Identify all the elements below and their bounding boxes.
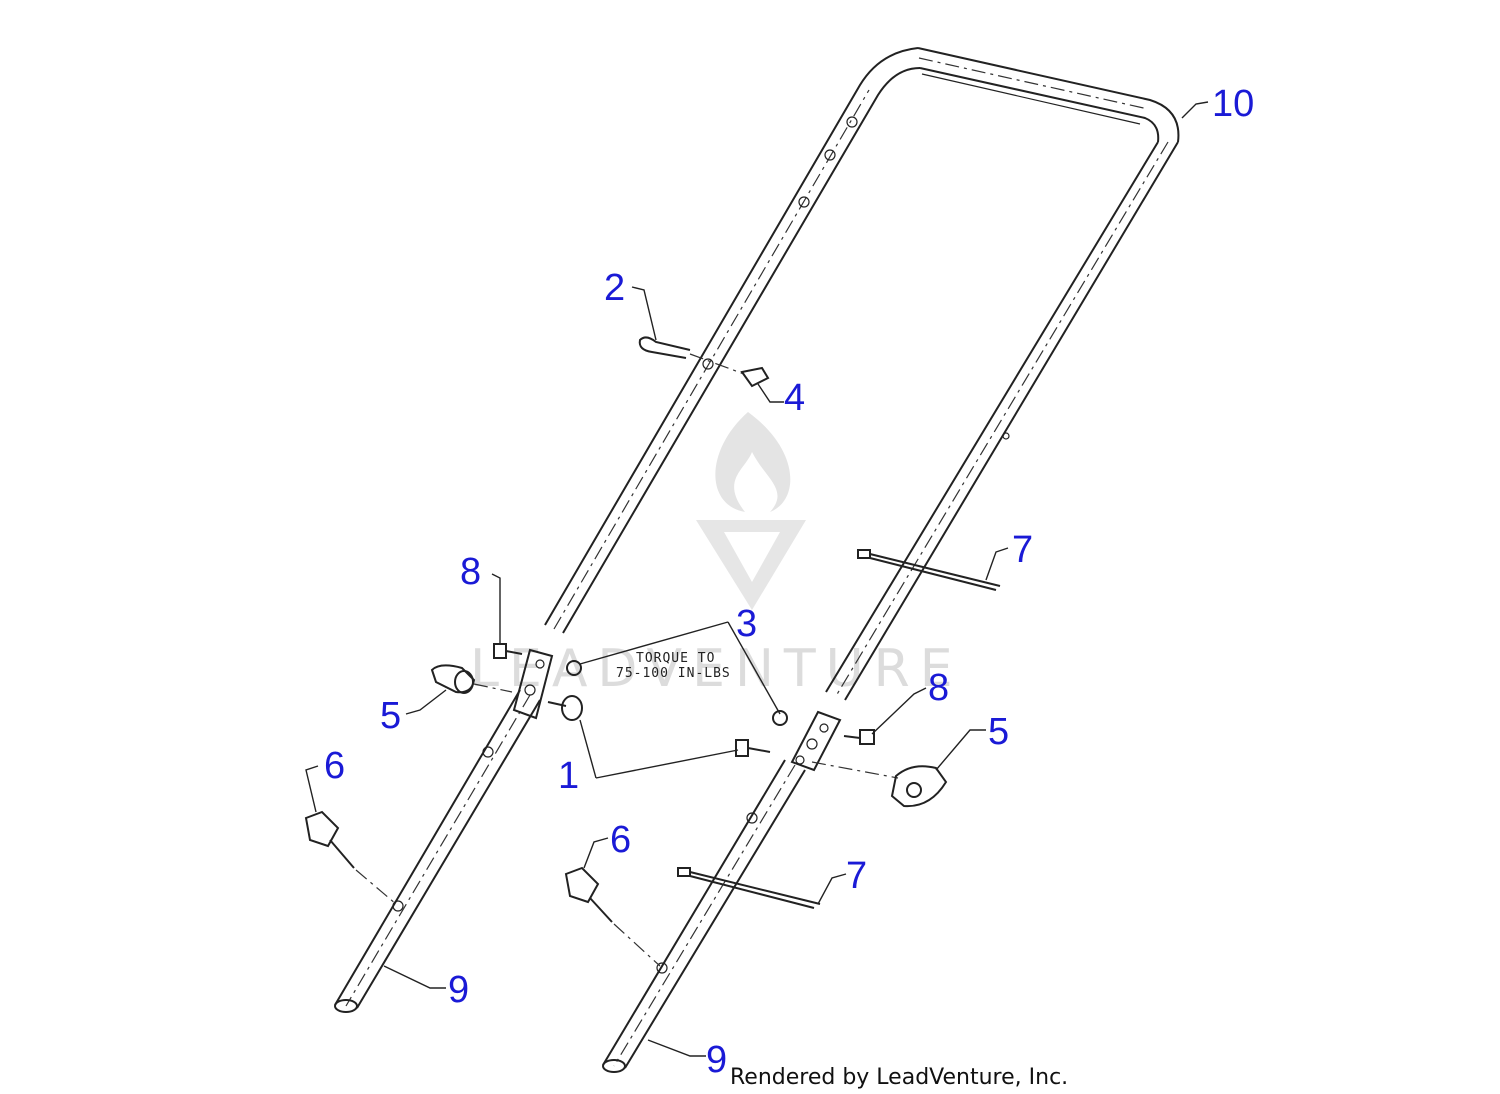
watermark: LEADVENTURE [470,412,963,699]
bolt-part-6-left [304,810,397,905]
torque-note-line-1: TORQUE TO [636,651,715,666]
callout-7-upper: 7 [1012,529,1033,571]
cable-tie-part-7-upper [857,549,1001,591]
cable-clip-part-4 [740,366,770,388]
nut-part-3-left [566,660,582,676]
callout-5-right: 5 [988,711,1009,753]
torque-note-line-2: 75-100 IN-LBS [616,666,731,681]
pin-part-1-right [735,739,771,757]
callout-9-right: 9 [706,1039,727,1081]
cable-tie-part-7-lower [677,867,821,909]
pin-part-1-left [547,695,583,721]
watermark-flame-icon [715,412,791,512]
handle-assembly [334,47,1180,1073]
hardware [304,336,1001,967]
callout-2: 2 [604,267,625,309]
left-bracket-plate [512,648,554,720]
lower-handle-left-tube [334,689,521,1006]
callouts: 1 2 3 4 5 5 6 6 7 7 8 8 9 9 10 [324,83,1254,1081]
right-bracket-plate [790,710,842,772]
watermark-v-icon [696,520,806,610]
knob-part-5-left [430,664,513,694]
knob-part-5-right [811,761,948,808]
callout-8-left: 8 [460,551,481,593]
render-credit: Rendered by LeadVenture, Inc. [730,1065,1068,1090]
bolt-part-6-right [564,866,661,967]
leader-lines [305,101,1209,1057]
lower-handle-right-tube [602,759,786,1066]
callout-10: 10 [1212,83,1254,125]
upper-handle-right-tube [844,141,1179,701]
torque-note: TORQUE TO 75-100 IN-LBS [616,651,731,681]
callout-6-right: 6 [610,819,631,861]
bolt-part-8-right [843,729,875,745]
callout-5-left: 5 [380,695,401,737]
cable-guide-part-2 [638,336,691,359]
callout-4: 4 [784,377,805,419]
watermark-text: LEADVENTURE [470,639,963,699]
callout-8-right: 8 [928,667,949,709]
callout-9-left: 9 [448,969,469,1011]
upper-handle-top-bar [917,47,1180,143]
callout-7-lower: 7 [846,855,867,897]
upper-handle-left-tube [544,47,919,626]
callout-6-left: 6 [324,745,345,787]
nut-part-3-right [772,710,788,726]
callout-3: 3 [736,603,757,645]
callout-1: 1 [558,755,579,797]
